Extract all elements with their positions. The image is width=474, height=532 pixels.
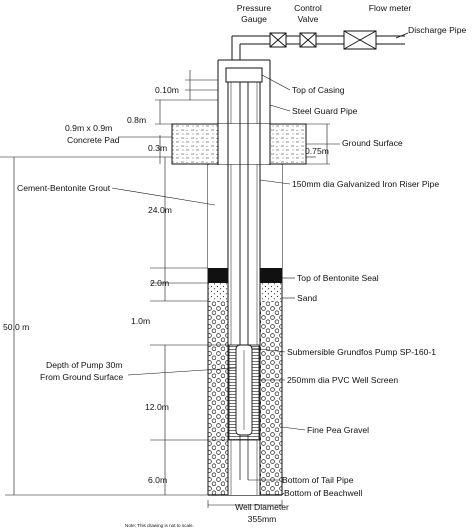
pump-label: Submersible Grundfos Pump SP-160-1 (287, 347, 436, 357)
flow-meter-label: Flow meter (369, 3, 412, 13)
dim-0-3m: 0.3m (148, 143, 167, 153)
dim-0-8m: 0.8m (127, 115, 146, 125)
well-diameter-value: 355mm (248, 514, 277, 524)
discharge-pipe-label: Discharge Pipe (408, 25, 466, 35)
dim-0-10m: 0.10m (155, 85, 179, 95)
steel-guard-pipe-label: Steel Guard Pipe (292, 106, 358, 116)
drawing-note: Note: This drawing is not to scale. (125, 523, 194, 528)
well-screen-label: 250mm dia PVC Well Screen (287, 375, 398, 385)
sand-layer (260, 283, 282, 301)
top-of-casing-label: Top of Casing (292, 85, 345, 95)
flow-meter-icon (343, 30, 377, 50)
bentonite-seal-label: Top of Bentonite Seal (297, 273, 379, 283)
pressure-gauge-label: Gauge (241, 14, 267, 24)
fine-pea-gravel-label: Fine Pea Gravel (307, 425, 369, 435)
riser-pipe (239, 82, 249, 345)
pressure-gauge-label: Pressure (237, 3, 272, 13)
dim-6-0m: 6.0m (148, 475, 167, 485)
concrete-pad-size-label: 0.9m x 0.9m (65, 123, 112, 133)
cement-bentonite-grout-label: Cement-Bentonite Grout (17, 183, 111, 193)
cement-bentonite-grout-zone (208, 165, 282, 268)
top-of-casing (225, 67, 263, 83)
concrete-pad-label: Concrete Pad (67, 135, 120, 145)
pump-depth-label: Depth of Pump 30m (46, 360, 122, 370)
ground-surface-label: Ground Surface (342, 138, 403, 148)
control-valve-label: Control (294, 3, 322, 13)
dim-24-0m: 24.0m (148, 205, 172, 215)
pump-depth-label-2: From Ground Surface (40, 372, 123, 382)
dim-12-0m: 12.0m (145, 402, 169, 412)
dim-1-0m: 1.0m (131, 316, 150, 326)
well-diameter-label: Well Diameter (235, 502, 289, 512)
bottom-of-tail-pipe-label: Bottom of Tail Pipe (282, 475, 354, 485)
riser-pipe-label: 150mm dia Galvanized Iron Riser Pipe (292, 179, 439, 189)
dim-50-0m: 50.0 m (3, 322, 29, 332)
sand-layer (208, 283, 228, 301)
bentonite-seal (208, 268, 228, 283)
surface-piping (231, 35, 405, 60)
control-valve-label: Valve (298, 14, 319, 24)
dimension-lines (0, 70, 330, 496)
dim-2-0m: 2.0m (150, 278, 169, 288)
control-valve-icon (299, 32, 317, 48)
bottom-of-beachwell-label: Bottom of Beachwell (284, 488, 362, 498)
sand-label: Sand (297, 293, 317, 303)
dim-0-75m: 0.75m (305, 146, 329, 156)
bentonite-seal (260, 268, 282, 283)
pressure-gauge-icon (269, 32, 287, 48)
